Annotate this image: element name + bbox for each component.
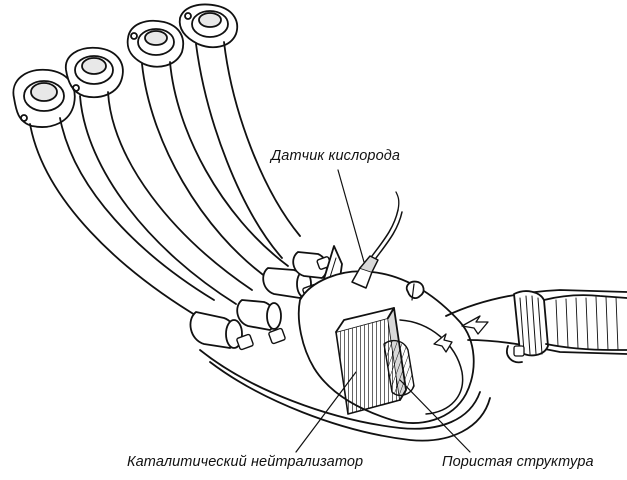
flange-3 bbox=[126, 19, 185, 68]
oxygen-sensor bbox=[351, 191, 403, 289]
oxygen-sensor-label: Датчик кислорода bbox=[271, 148, 401, 164]
leader-oxygen-sensor bbox=[337, 169, 365, 263]
porous-structure-label: Пористая структура bbox=[442, 454, 594, 470]
flange-1 bbox=[12, 68, 76, 128]
pipe-clamps bbox=[189, 251, 328, 349]
catalytic-converter-label: Каталитический нейтрализатор bbox=[127, 454, 364, 470]
flange-2 bbox=[65, 46, 124, 99]
leader-catalytic-converter bbox=[295, 371, 357, 453]
leader-porous-structure bbox=[399, 379, 471, 453]
flange-4 bbox=[178, 3, 239, 49]
